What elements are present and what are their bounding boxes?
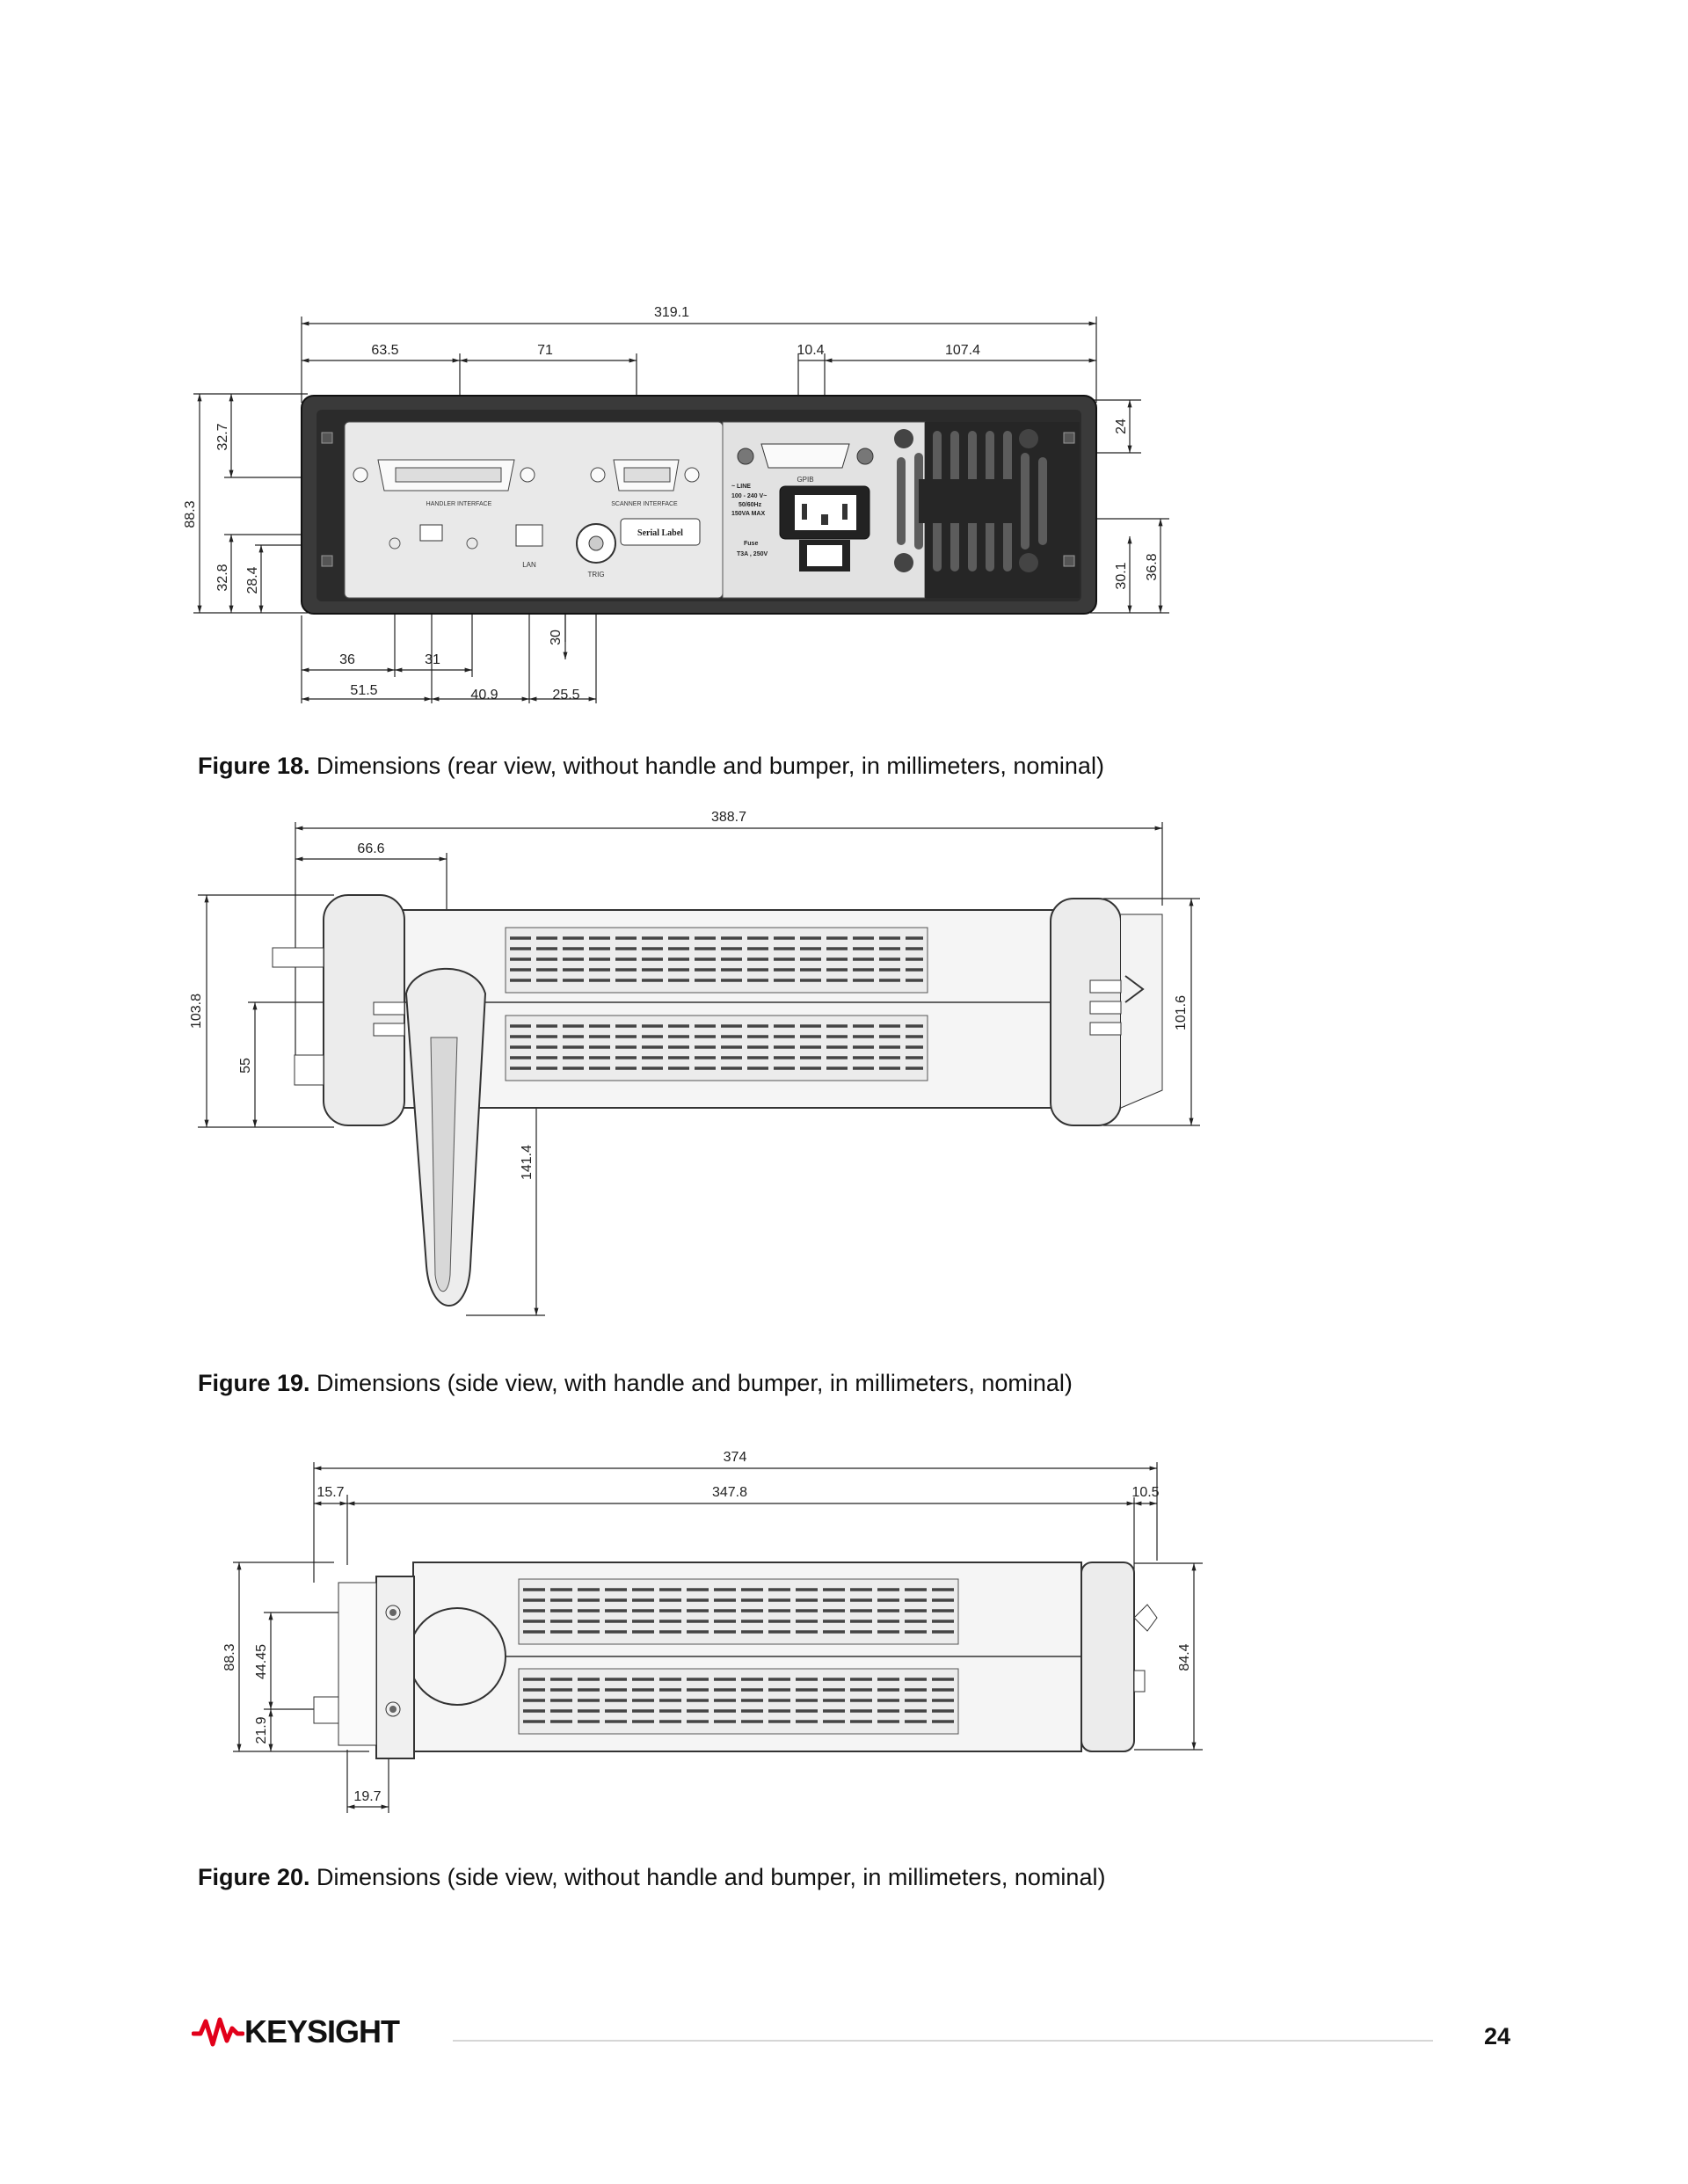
lan-label: LAN — [522, 561, 536, 569]
dim-25-5: 25.5 — [552, 688, 579, 703]
dim-24: 24 — [1114, 419, 1129, 434]
dim-55: 55 — [238, 1058, 253, 1074]
dim-51-5: 51.5 — [350, 683, 377, 698]
dim-388-7: 388.7 — [711, 810, 746, 825]
dim-30-1: 30.1 — [1114, 562, 1129, 589]
dim-63-5: 63.5 — [371, 343, 398, 358]
serial-label: Serial Label — [637, 528, 683, 538]
dim-107-4: 107.4 — [945, 343, 980, 358]
figure-19-label: Figure 19. — [198, 1370, 310, 1396]
line-frequency: 50/60Hz — [738, 502, 762, 508]
figure-18-caption: Figure 18. Dimensions (rear view, withou… — [198, 753, 1104, 780]
figure-20-text: Dimensions (side view, without handle an… — [309, 1864, 1106, 1890]
dim-101-6: 101.6 — [1174, 995, 1189, 1030]
dim-28-4: 28.4 — [245, 566, 260, 593]
dim-141-4: 141.4 — [520, 1145, 535, 1180]
dim-347-8: 347.8 — [712, 1485, 747, 1500]
dim-319-1: 319.1 — [654, 305, 689, 320]
dim-10-4: 10.4 — [797, 343, 824, 358]
figure-18-text: Dimensions (rear view, without handle an… — [309, 753, 1104, 779]
dim-31: 31 — [425, 652, 440, 667]
page-number: 24 — [1484, 2023, 1511, 2049]
dim-88-3-side: 88.3 — [222, 1643, 237, 1671]
dim-21-9: 21.9 — [254, 1716, 269, 1744]
dim-19-7: 19.7 — [353, 1789, 381, 1804]
figure-20-caption: Figure 20. Dimensions (side view, withou… — [198, 1864, 1105, 1891]
dim-32-7: 32.7 — [215, 423, 230, 450]
dim-374: 374 — [724, 1450, 747, 1465]
keysight-logo: KEYSIGHT — [192, 2013, 400, 2050]
figure-20-label: Figure 20. — [198, 1864, 310, 1890]
dim-30: 30 — [549, 630, 564, 645]
fuse-rating: T3A , 250V — [737, 551, 768, 557]
fuse-label: Fuse — [744, 541, 758, 547]
handler-interface-label: HANDLER INTERFACE — [426, 501, 492, 507]
gpib-label: GPIB — [797, 476, 813, 484]
figure-19-text: Dimensions (side view, with handle and b… — [309, 1370, 1073, 1396]
scanner-interface-label: SCANNER INTERFACE — [611, 501, 678, 507]
figure-18-label: Figure 18. — [198, 753, 310, 779]
figure-19-caption: Figure 19. Dimensions (side view, with h… — [198, 1370, 1073, 1397]
trig-label: TRIG — [587, 571, 604, 579]
dim-15-7: 15.7 — [316, 1485, 344, 1500]
dim-88-3-rear: 88.3 — [183, 500, 198, 528]
dim-32-8: 32.8 — [215, 564, 230, 591]
dim-36: 36 — [339, 652, 355, 667]
line-va: 150VA MAX — [731, 511, 765, 517]
dim-66-6: 66.6 — [357, 841, 384, 856]
line-voltage: 100 - 240 V~ — [731, 493, 767, 499]
dim-84-4: 84.4 — [1177, 1643, 1192, 1671]
dim-10-5: 10.5 — [1131, 1485, 1159, 1500]
dim-103-8: 103.8 — [189, 994, 204, 1029]
dim-40-9: 40.9 — [470, 688, 498, 703]
dim-44-45: 44.45 — [254, 1644, 269, 1679]
line-label: ~ LINE — [731, 484, 751, 490]
footer-rule — [453, 2040, 1433, 2042]
brand-name: KEYSIGHT — [244, 2013, 400, 2049]
dim-71: 71 — [537, 343, 553, 358]
keysight-wave-icon — [192, 2017, 244, 2047]
dim-36-8: 36.8 — [1145, 553, 1160, 580]
